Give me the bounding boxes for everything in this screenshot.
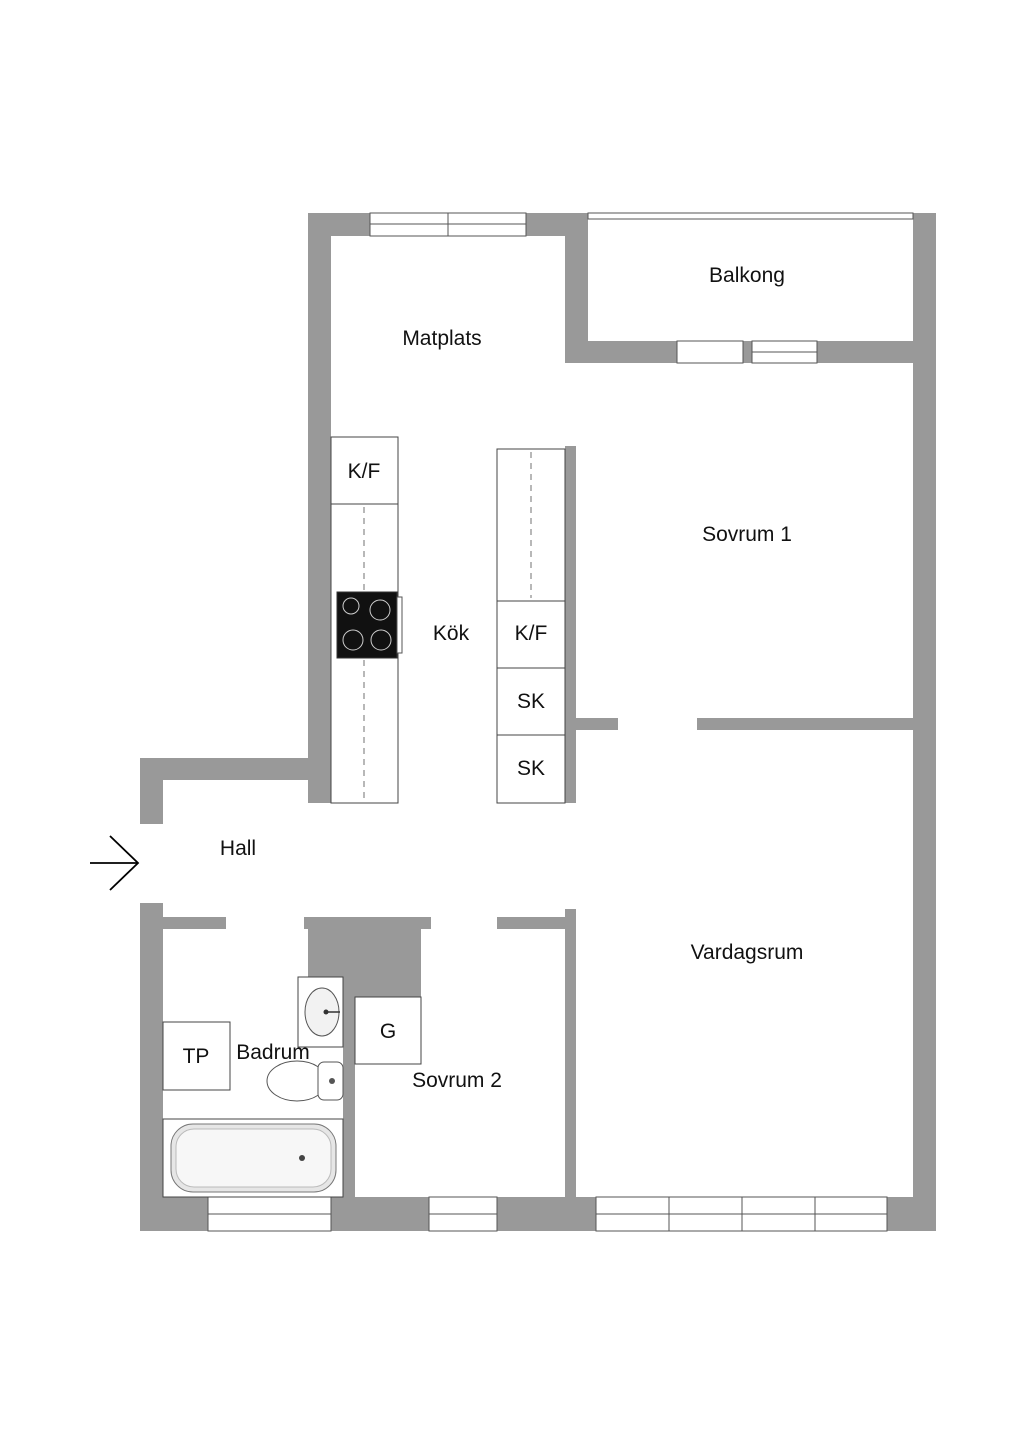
- wall: [565, 909, 576, 1231]
- windows: [207, 212, 914, 1232]
- kitchen-left-counter: [330, 436, 403, 804]
- fridge-freezer-left: [330, 436, 399, 505]
- stove-icon: [336, 591, 403, 659]
- wall: [887, 1197, 936, 1231]
- window: [676, 340, 744, 364]
- room-label-hall: Hall: [220, 837, 256, 860]
- fixture-label-sk-top: SK: [517, 690, 545, 713]
- wall: [343, 975, 355, 1231]
- wall: [140, 903, 163, 1231]
- entrance-arrow-icon: [90, 835, 140, 891]
- room-label-vardagsrum: Vardagsrum: [691, 941, 804, 964]
- fixture-label-kf-right: K/F: [515, 622, 548, 645]
- wall: [565, 718, 618, 730]
- wall: [308, 213, 331, 803]
- wall: [697, 718, 936, 730]
- kitchen-right-counter: [496, 448, 566, 804]
- fridge-freezer-right: [496, 600, 566, 669]
- walls: [140, 213, 936, 1231]
- window: [587, 212, 914, 220]
- room-label-balkong: Balkong: [709, 264, 785, 287]
- wardrobe: [354, 996, 422, 1065]
- wall: [140, 758, 163, 824]
- wall: [140, 1197, 208, 1231]
- bathroom-fixtures: [162, 976, 344, 1198]
- room-label-sovrum-2: Sovrum 2: [412, 1069, 502, 1092]
- wall: [565, 446, 576, 803]
- fixture-label-g: G: [380, 1020, 396, 1043]
- wall: [497, 1197, 596, 1231]
- room-label-badrum: Badrum: [236, 1041, 310, 1064]
- fixture-label-kf-left: K/F: [348, 460, 381, 483]
- closet-bottom: [496, 734, 566, 804]
- wall: [497, 917, 576, 929]
- room-label-matplats: Matplats: [402, 327, 481, 350]
- wall: [304, 917, 431, 929]
- wall: [308, 213, 370, 236]
- toilet-icon: [266, 1060, 344, 1102]
- wall: [320, 758, 331, 803]
- wall: [140, 758, 331, 780]
- room-label-sovrum-1: Sovrum 1: [702, 523, 792, 546]
- fixture-label-sk-bottom: SK: [517, 757, 545, 780]
- wall: [565, 213, 588, 363]
- sink-icon: [297, 976, 344, 1048]
- room-label-kok: Kök: [433, 622, 470, 645]
- wall: [331, 1197, 429, 1231]
- wall: [140, 917, 226, 929]
- wall: [817, 341, 936, 363]
- bathtub-icon: [162, 1118, 344, 1198]
- wall: [743, 341, 752, 363]
- wall: [565, 341, 677, 363]
- washing-machine: [162, 1021, 231, 1091]
- fixture-label-tp: TP: [183, 1045, 210, 1068]
